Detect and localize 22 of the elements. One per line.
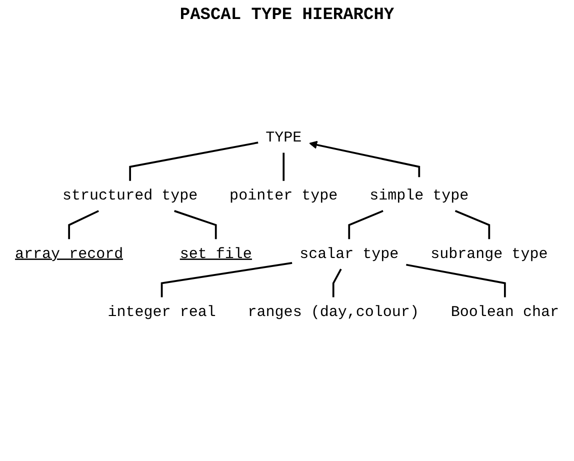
node-text: ranges (day,colour) — [248, 304, 419, 321]
node-text: TYPE — [266, 129, 302, 146]
connector — [406, 264, 506, 298]
connector — [174, 210, 217, 240]
connector — [454, 210, 490, 240]
node-text: integer real — [108, 304, 216, 321]
connector — [129, 142, 258, 181]
connector — [332, 268, 342, 298]
connector — [160, 262, 292, 298]
node-text: array record — [15, 246, 124, 263]
connector — [282, 152, 285, 181]
connector — [68, 210, 99, 240]
arrow — [309, 140, 420, 178]
node-text: subrange type — [430, 246, 548, 263]
diagram-title: PASCAL TYPE HIERARCHY — [178, 6, 396, 25]
node-text: pointer type — [230, 187, 338, 204]
node-text: structured type — [62, 187, 198, 204]
node-text: simple type — [370, 187, 469, 204]
node-text: scalar type — [300, 246, 399, 263]
connector — [348, 210, 384, 240]
node-text: set file — [180, 246, 252, 263]
node-text: Boolean char — [450, 304, 559, 321]
